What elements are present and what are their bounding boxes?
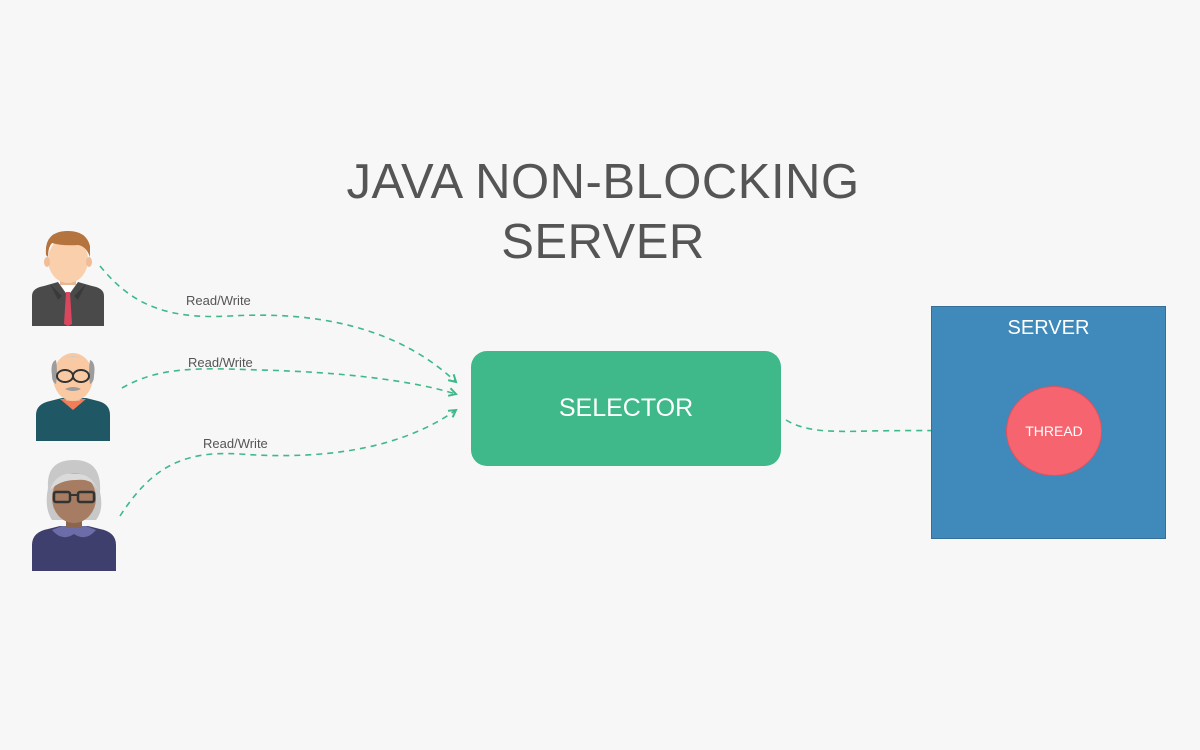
thread-circle: THREAD — [1006, 386, 1102, 476]
client2-read-write-label: Read/Write — [188, 355, 253, 370]
selector-box: SELECTOR — [471, 351, 781, 466]
elderly-man-avatar-icon — [36, 353, 110, 441]
server-box: SERVER THREAD — [931, 306, 1166, 539]
elderly-woman-avatar-icon — [32, 460, 116, 571]
client1-read-write-label: Read/Write — [186, 293, 251, 308]
title-line-1: JAVA NON-BLOCKING — [346, 155, 860, 209]
title-line-2: SERVER — [501, 215, 705, 269]
client3-read-write-label: Read/Write — [203, 436, 268, 451]
client3-to-selector-arrow — [119, 410, 456, 517]
client1-to-selector-arrow — [99, 265, 456, 382]
server-label: SERVER — [1007, 317, 1090, 339]
businessman-avatar-icon — [32, 230, 104, 326]
client2-to-selector-arrow — [121, 368, 456, 394]
thread-label: THREAD — [1025, 423, 1083, 439]
selector-label: SELECTOR — [558, 394, 694, 422]
diagram-title: JAVA NON-BLOCKING SERVER — [300, 152, 906, 272]
